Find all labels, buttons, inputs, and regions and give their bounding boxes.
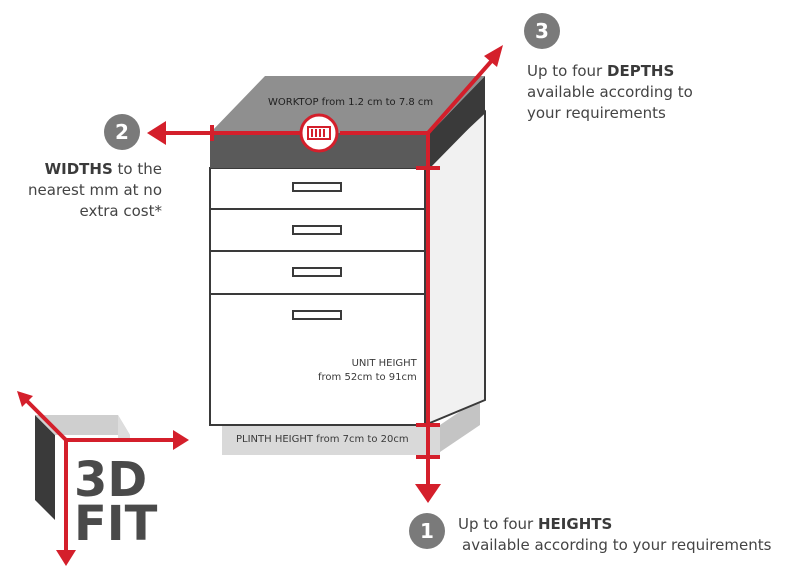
callout-widths: WIDTHS to the nearest mm at no extra cos… <box>10 159 162 222</box>
widths-line-2: nearest mm at no <box>28 181 162 199</box>
unit-height-range: from 52cm to 91cm <box>318 372 417 383</box>
arrow-left-icon <box>147 121 166 145</box>
callout-heights: Up to four HEIGHTS available according t… <box>458 514 798 556</box>
plinth-height-label: PLINTH HEIGHT from 7cm to 20cm <box>236 434 409 445</box>
arrow-up-right-icon <box>484 45 503 67</box>
heights-bold: HEIGHTS <box>538 515 613 533</box>
logo-text-3d: 3D <box>74 452 147 508</box>
depth-arrow <box>426 45 503 135</box>
depths-text-1: Up to four <box>527 62 607 80</box>
callout-depths: Up to four DEPTHS available according to… <box>527 61 747 124</box>
heights-line-1: Up to four HEIGHTS <box>458 514 798 535</box>
widths-bold: WIDTHS <box>44 160 113 178</box>
unit-height-title: UNIT HEIGHT <box>351 358 417 369</box>
drawer-handle <box>292 225 342 235</box>
width-arrow <box>147 121 428 145</box>
worktop-label: WORKTOP from 1.2 cm to 7.8 cm <box>268 97 434 108</box>
plinth <box>222 398 480 455</box>
widths-line-1: WIDTHS to the <box>10 159 162 180</box>
drawer-handle <box>292 310 342 320</box>
height-arrow <box>415 133 441 503</box>
badge-heights: 1 <box>409 513 445 549</box>
depths-line-3: your requirements <box>527 104 666 122</box>
measure-gauge-icon <box>299 113 339 153</box>
logo-text-fit: FIT <box>74 496 158 552</box>
drawer-handle <box>292 267 342 277</box>
widths-line-3: extra cost* <box>79 202 162 220</box>
badge-widths: 2 <box>104 114 140 150</box>
badge-depths: 3 <box>524 13 560 49</box>
heights-text-1: Up to four <box>458 515 538 533</box>
3d-fit-logo-icon <box>17 391 189 566</box>
depths-bold: DEPTHS <box>607 62 675 80</box>
heights-line-2: available according to your requirements <box>462 536 772 554</box>
arrow-down-icon <box>415 484 441 503</box>
unit-height-label: UNIT HEIGHT from 52cm to 91cm <box>318 357 417 385</box>
widths-text-1: to the <box>112 160 162 178</box>
cabinet-front <box>209 167 426 426</box>
depths-line-2: available according to <box>527 83 693 101</box>
depths-line-1: Up to four DEPTHS <box>527 61 747 82</box>
drawer-handle <box>292 182 342 192</box>
